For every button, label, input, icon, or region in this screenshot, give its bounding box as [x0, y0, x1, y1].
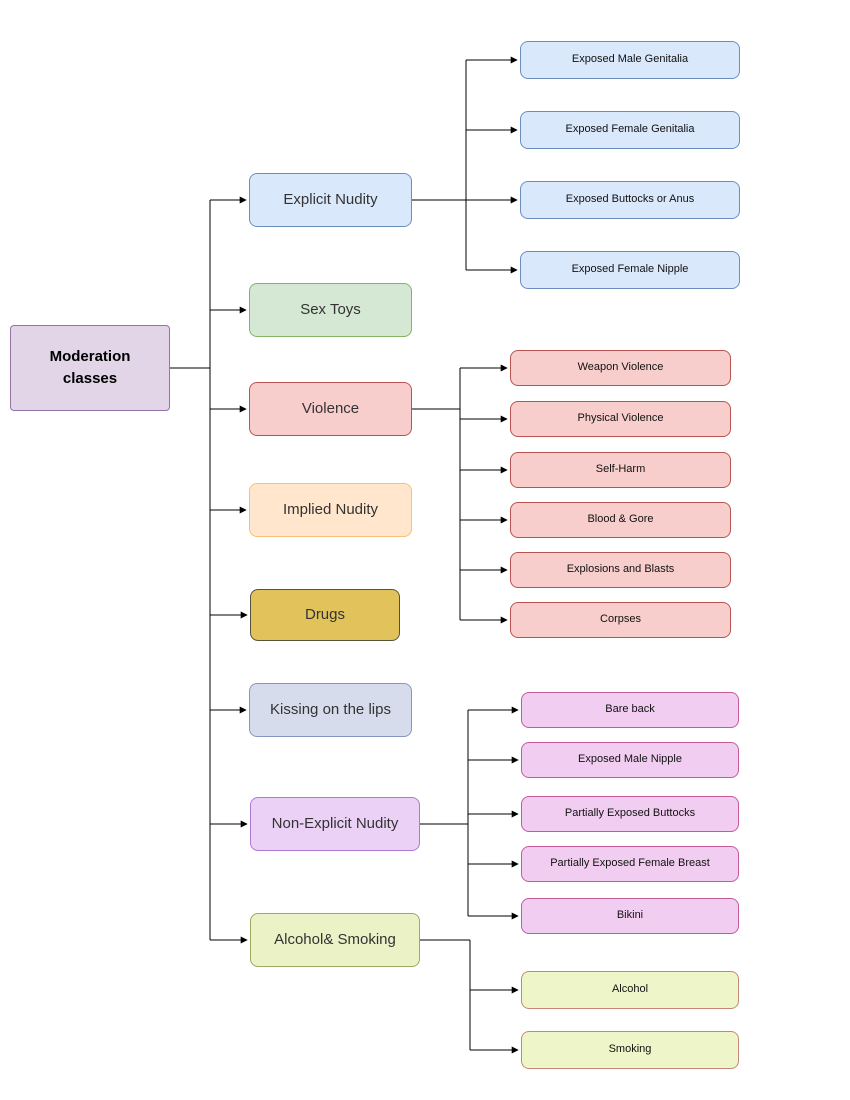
node-violence: Violence [249, 382, 412, 436]
connector-group-explicit-nudity [412, 56, 518, 274]
node-bikini: Bikini [521, 898, 739, 934]
node-kissing-on-the-lips: Kissing on the lips [249, 683, 412, 737]
node-exposed-female-genitalia: Exposed Female Genitalia [520, 111, 740, 149]
node-non-explicit-nudity: Non-Explicit Nudity [250, 797, 420, 851]
node-self-harm: Self-Harm [510, 452, 731, 488]
node-corpses: Corpses [510, 602, 731, 638]
node-smoking: Smoking [521, 1031, 739, 1069]
connector-group-violence [412, 364, 508, 624]
node-weapon-violence: Weapon Violence [510, 350, 731, 386]
node-bare-back: Bare back [521, 692, 739, 728]
node-exposed-male-nipple: Exposed Male Nipple [521, 742, 739, 778]
connector-group-non-explicit-nudity [420, 706, 519, 920]
node-drugs: Drugs [250, 589, 400, 641]
node-blood-gore: Blood & Gore [510, 502, 731, 538]
node-exposed-buttocks-or-anus: Exposed Buttocks or Anus [520, 181, 740, 219]
node-exposed-male-genitalia: Exposed Male Genitalia [520, 41, 740, 79]
node-alcohol: Alcohol [521, 971, 739, 1009]
node-moderation-classes: Moderation classes [10, 325, 170, 411]
node-explosions-and-blasts: Explosions and Blasts [510, 552, 731, 588]
node-alcohol-smoking: Alcohol& Smoking [250, 913, 420, 967]
node-exposed-female-nipple: Exposed Female Nipple [520, 251, 740, 289]
connector-group-main [170, 196, 248, 944]
node-partially-exposed-female-breast: Partially Exposed Female Breast [521, 846, 739, 882]
node-explicit-nudity: Explicit Nudity [249, 173, 412, 227]
connector-group-alcohol-smoking [420, 939, 519, 1054]
node-sex-toys: Sex Toys [249, 283, 412, 337]
node-physical-violence: Physical Violence [510, 401, 731, 437]
node-implied-nudity: Implied Nudity [249, 483, 412, 537]
node-partially-exposed-buttocks: Partially Exposed Buttocks [521, 796, 739, 832]
